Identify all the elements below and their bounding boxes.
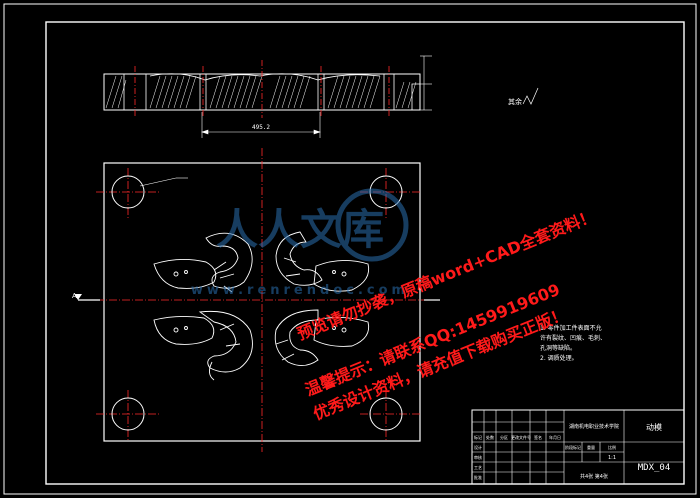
watermark-logo-text: 人人文库 [216,205,384,254]
section-hole-lines [123,74,395,110]
drawing-number: MDX_04 [638,463,671,473]
school-name: 湖南机电职业技术学院 [569,423,619,430]
row-label: 设计 [474,444,482,450]
shrimp-cavities [153,231,370,381]
stage-label: 比例 [608,444,616,450]
cavity-profile [149,73,381,81]
section-dimension-bottom [201,112,321,138]
stage-label: 重量 [587,444,595,450]
section-marker-label: A [72,292,77,300]
role-label: 分区 [500,434,508,440]
section-centerlines [134,60,390,118]
role-label: 签名 [534,434,542,440]
guide-hole-bottom-right [369,397,403,431]
role-label: 处数 [486,434,494,440]
shrimp-cavity-bottom-left [153,310,253,381]
shrimp-cavity-top-left [153,232,253,293]
plate-centerlines [96,148,430,452]
shrimp-cavity-top-right [275,231,370,292]
watermark-url: www.renrendoc.com [191,283,409,298]
tech-note-line: 1. 零件加工件表面不允 [540,324,602,332]
roughness-note-text: 其余 [508,97,522,106]
sheet-inner-frame [45,21,685,485]
role-label: 年月日 [549,434,561,440]
watermark-logo: 人人文库 www.renrendoc.com [191,188,409,298]
roughness-symbol-icon [522,87,539,105]
cutting-plane-marker: A [72,292,440,301]
shrimp-cavity-bottom-right [274,309,370,366]
tech-note-line: 许有裂纹、凹痕、毛刺、 [540,334,606,342]
plan-view: A [72,148,440,452]
row-label: 批准 [474,474,482,480]
title-block: 湖南机电职业技术学院 动模 MDX_04 共4张 第4张 1:1 阶段标记 重量… [471,409,685,485]
section-hatching [105,75,417,109]
role-label: 标记 [474,434,482,440]
title-block-frame [471,409,685,485]
section-view: 495.2 [103,55,432,138]
title-block-grid [472,410,684,484]
tech-note-line: 孔洞等缺陷。 [540,344,576,352]
sheet-outer-frame [3,3,697,495]
role-label: 更改文件号 [511,434,531,440]
leader-line [139,177,177,187]
sheet-info: 共4张 第4张 [580,473,608,480]
stage-label: 阶段标记 [565,444,581,450]
roughness-note: 其余 [508,87,539,106]
tech-notes: 1. 零件加工件表面不允 许有裂纹、凹痕、毛刺、 孔洞等缺陷。 2. 调质处理。 [540,324,606,362]
section-dimension-right [420,55,432,111]
part-name: 动模 [646,422,662,432]
guide-hole-top-left [111,175,145,209]
tech-note-line: 2. 调质处理。 [540,354,578,362]
dimension-label: 495.2 [252,124,270,131]
guide-hole-bottom-left [111,397,145,431]
row-label: 审核 [474,454,482,460]
scale-value: 1:1 [608,455,616,461]
row-label: 工艺 [474,465,482,470]
watermark-ring-icon [335,188,409,262]
